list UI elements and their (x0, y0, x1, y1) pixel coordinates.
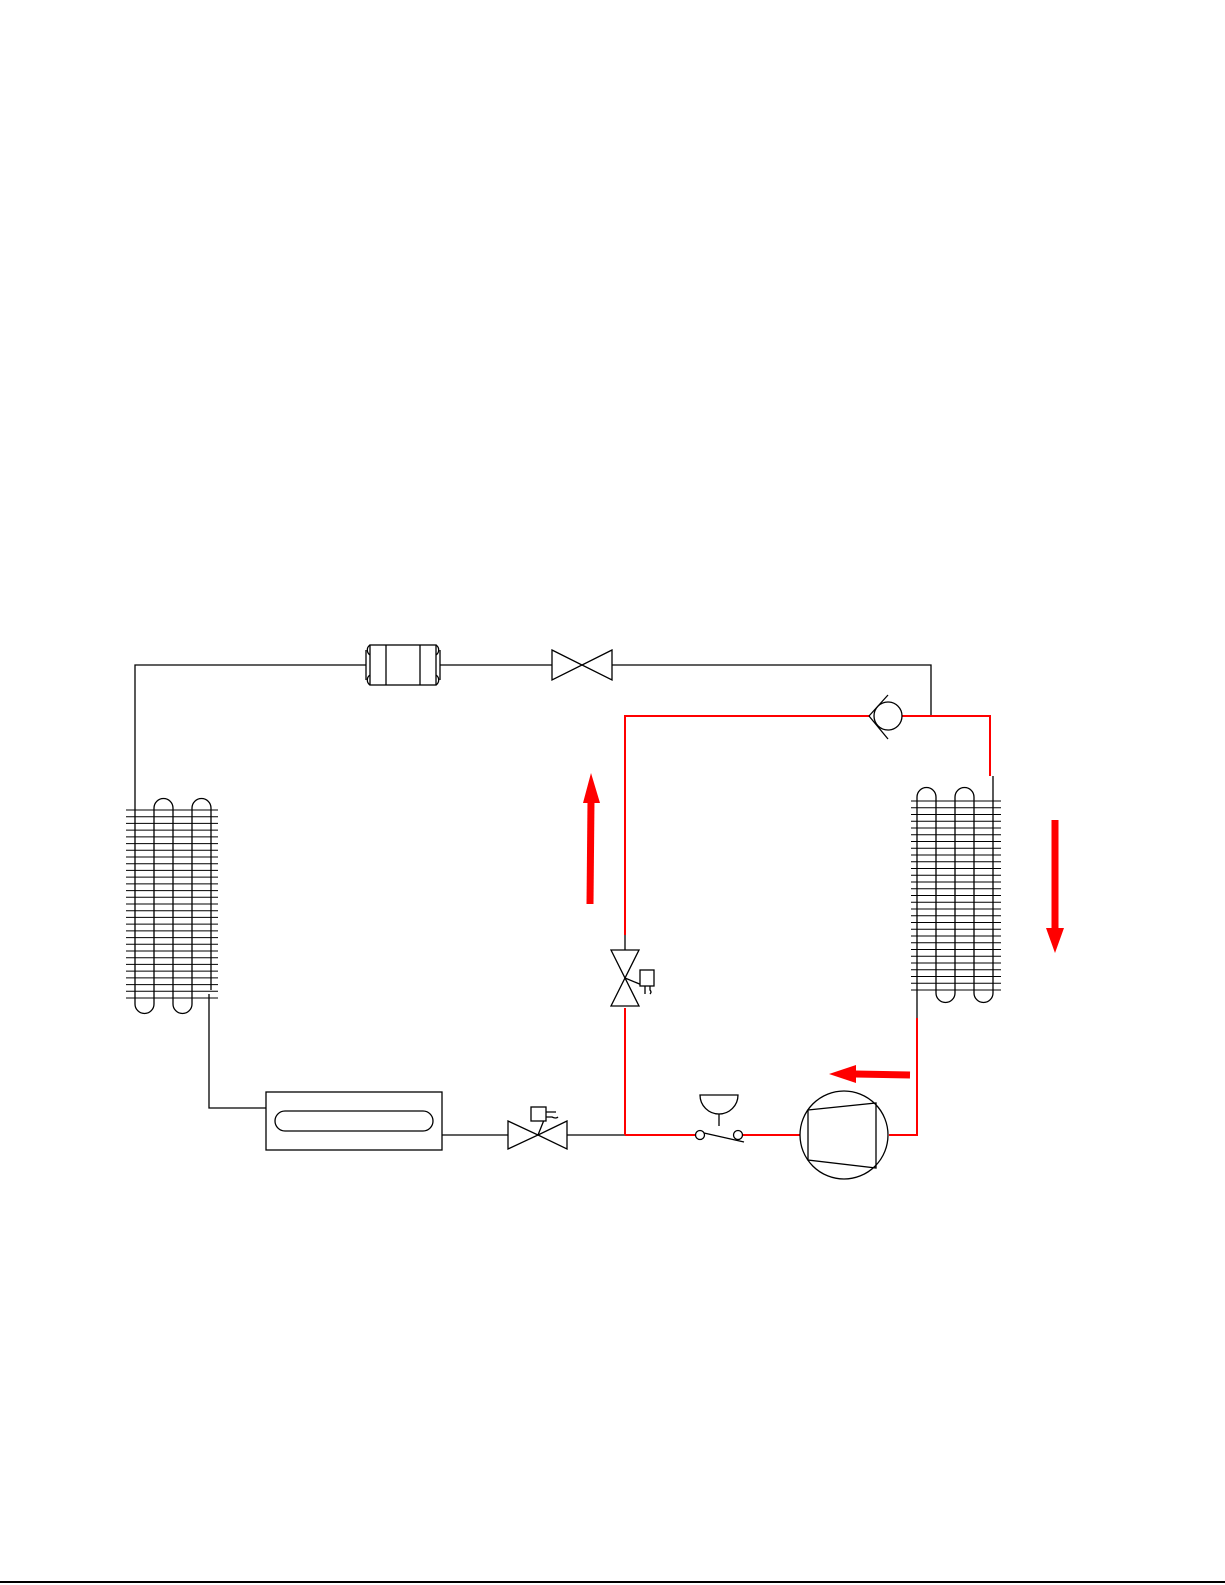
arrow-left-icon (829, 1065, 910, 1083)
right-heat-exchanger-icon (911, 776, 1001, 1018)
check-valve-icon (869, 695, 902, 739)
gate-valve-icon (552, 650, 612, 680)
hot-gas-piping (625, 716, 990, 1135)
receiver-icon (266, 1092, 442, 1150)
black-piping (135, 665, 931, 1135)
compressor-icon (800, 1091, 888, 1179)
left-heat-exchanger-icon (126, 799, 218, 1014)
arrow-down-icon (1046, 820, 1064, 953)
hot-gas-solenoid-valve-icon (611, 935, 654, 1006)
arrow-up-icon (583, 773, 600, 904)
suction-solenoid-valve-icon (508, 1107, 567, 1149)
flow-arrows (583, 773, 1064, 1083)
pressure-switch-icon (696, 1095, 745, 1142)
filter-drier-icon (366, 645, 440, 685)
